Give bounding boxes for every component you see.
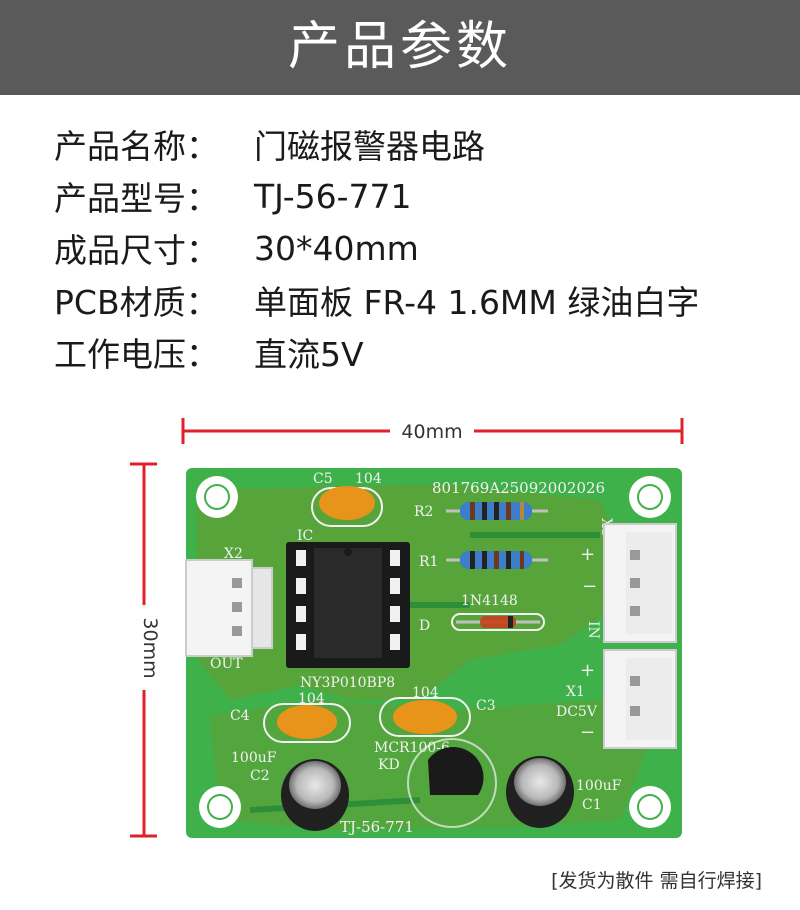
connector-x2 — [185, 559, 273, 657]
diode-d — [451, 613, 545, 631]
x3-minus-label: − — [582, 576, 597, 597]
board-figure: 40mm 30mm 801769A25092002026 C5 104 — [0, 400, 800, 870]
width-dimension: 40mm — [181, 418, 684, 444]
ic-chip — [286, 542, 410, 668]
scr-footprint — [407, 738, 497, 828]
x1-plus-label: + — [580, 660, 595, 681]
c1-capacitor — [506, 756, 574, 828]
c5-value-label: 104 — [355, 471, 382, 487]
height-dimension: 30mm — [130, 462, 161, 838]
c3-capacitor — [393, 700, 457, 734]
mounting-hole — [629, 476, 671, 518]
r2-label: R2 — [414, 504, 433, 520]
param-label-pcb: PCB材质： — [54, 283, 219, 322]
scr-transistor — [428, 746, 484, 795]
c1-value-label: 100uF — [576, 778, 622, 794]
c4-capacitor — [277, 705, 337, 739]
resistor-r2 — [446, 502, 548, 520]
param-label-name: 产品名称： — [54, 127, 219, 166]
ic-marking-label: NY3P010BP8 — [300, 675, 395, 691]
c5-label: C5 — [313, 471, 333, 487]
param-value-size: 30*40mm — [254, 228, 419, 268]
connector-x1 — [603, 649, 677, 749]
x2-label: X2 — [224, 546, 243, 562]
mounting-hole — [199, 786, 241, 828]
out-label: OUT — [210, 656, 243, 672]
pcb-board: 801769A25092002026 C5 104 R2 R1 — [185, 468, 682, 838]
c5-capacitor — [319, 486, 375, 520]
c3-label: C3 — [476, 698, 496, 714]
header-band — [0, 0, 800, 95]
mounting-hole — [196, 476, 238, 518]
c2-capacitor — [281, 759, 349, 831]
c1-label: C1 — [582, 797, 602, 813]
param-value-pcb: 单面板 FR-4 1.6MM 绿油白字 — [254, 283, 700, 322]
height-dimension-label: 30mm — [139, 617, 161, 678]
param-value-name: 门磁报警器电路 — [254, 127, 485, 166]
param-row: 成品尺寸： 30*40mm — [54, 222, 699, 274]
footer-note: [发货为散件 需自行焊接] — [551, 870, 762, 892]
resistor-r1 — [446, 551, 548, 569]
diode-part-label: 1N4148 — [461, 593, 518, 609]
param-value-model: TJ-56-771 — [254, 176, 412, 216]
x3-plus-label: + — [580, 544, 595, 565]
params-list: 产品名称： 门磁报警器电路 产品型号： TJ-56-771 成品尺寸： 30*4… — [54, 118, 699, 378]
param-row: PCB材质： 单面板 FR-4 1.6MM 绿油白字 — [54, 274, 699, 326]
param-row: 产品型号： TJ-56-771 — [54, 170, 699, 222]
d-label: D — [419, 618, 430, 634]
kd-label: KD — [378, 757, 400, 773]
connector-x3 — [603, 523, 677, 643]
page-title: 产品参数 — [287, 17, 512, 77]
c4-footprint — [263, 703, 351, 743]
c3-footprint — [379, 697, 471, 737]
c2-label: C2 — [250, 768, 270, 784]
c4-label: C4 — [230, 708, 250, 724]
param-label-voltage: 工作电压： — [54, 335, 219, 374]
c2-value-label: 100uF — [231, 750, 277, 766]
mounting-hole — [629, 786, 671, 828]
param-value-voltage: 直流5V — [254, 335, 364, 374]
board-serial: 801769A25092002026 — [432, 479, 605, 497]
x1-minus-label: − — [580, 722, 595, 743]
param-row: 工作电压： 直流5V — [54, 326, 699, 378]
in-label: IN — [585, 621, 601, 639]
r1-label: R1 — [419, 554, 438, 570]
param-label-size: 成品尺寸： — [54, 231, 219, 270]
x1-label: X1 — [566, 684, 585, 700]
dc5v-label: DC5V — [556, 704, 598, 720]
ic-label: IC — [297, 528, 313, 544]
param-label-model: 产品型号： — [54, 179, 219, 218]
board-bottom-label: TJ-56-771 — [340, 818, 414, 836]
board-illustration: 40mm 30mm 801769A25092002026 C5 104 — [130, 418, 684, 838]
width-dimension-label: 40mm — [401, 421, 462, 443]
param-row: 产品名称： 门磁报警器电路 — [54, 118, 699, 170]
